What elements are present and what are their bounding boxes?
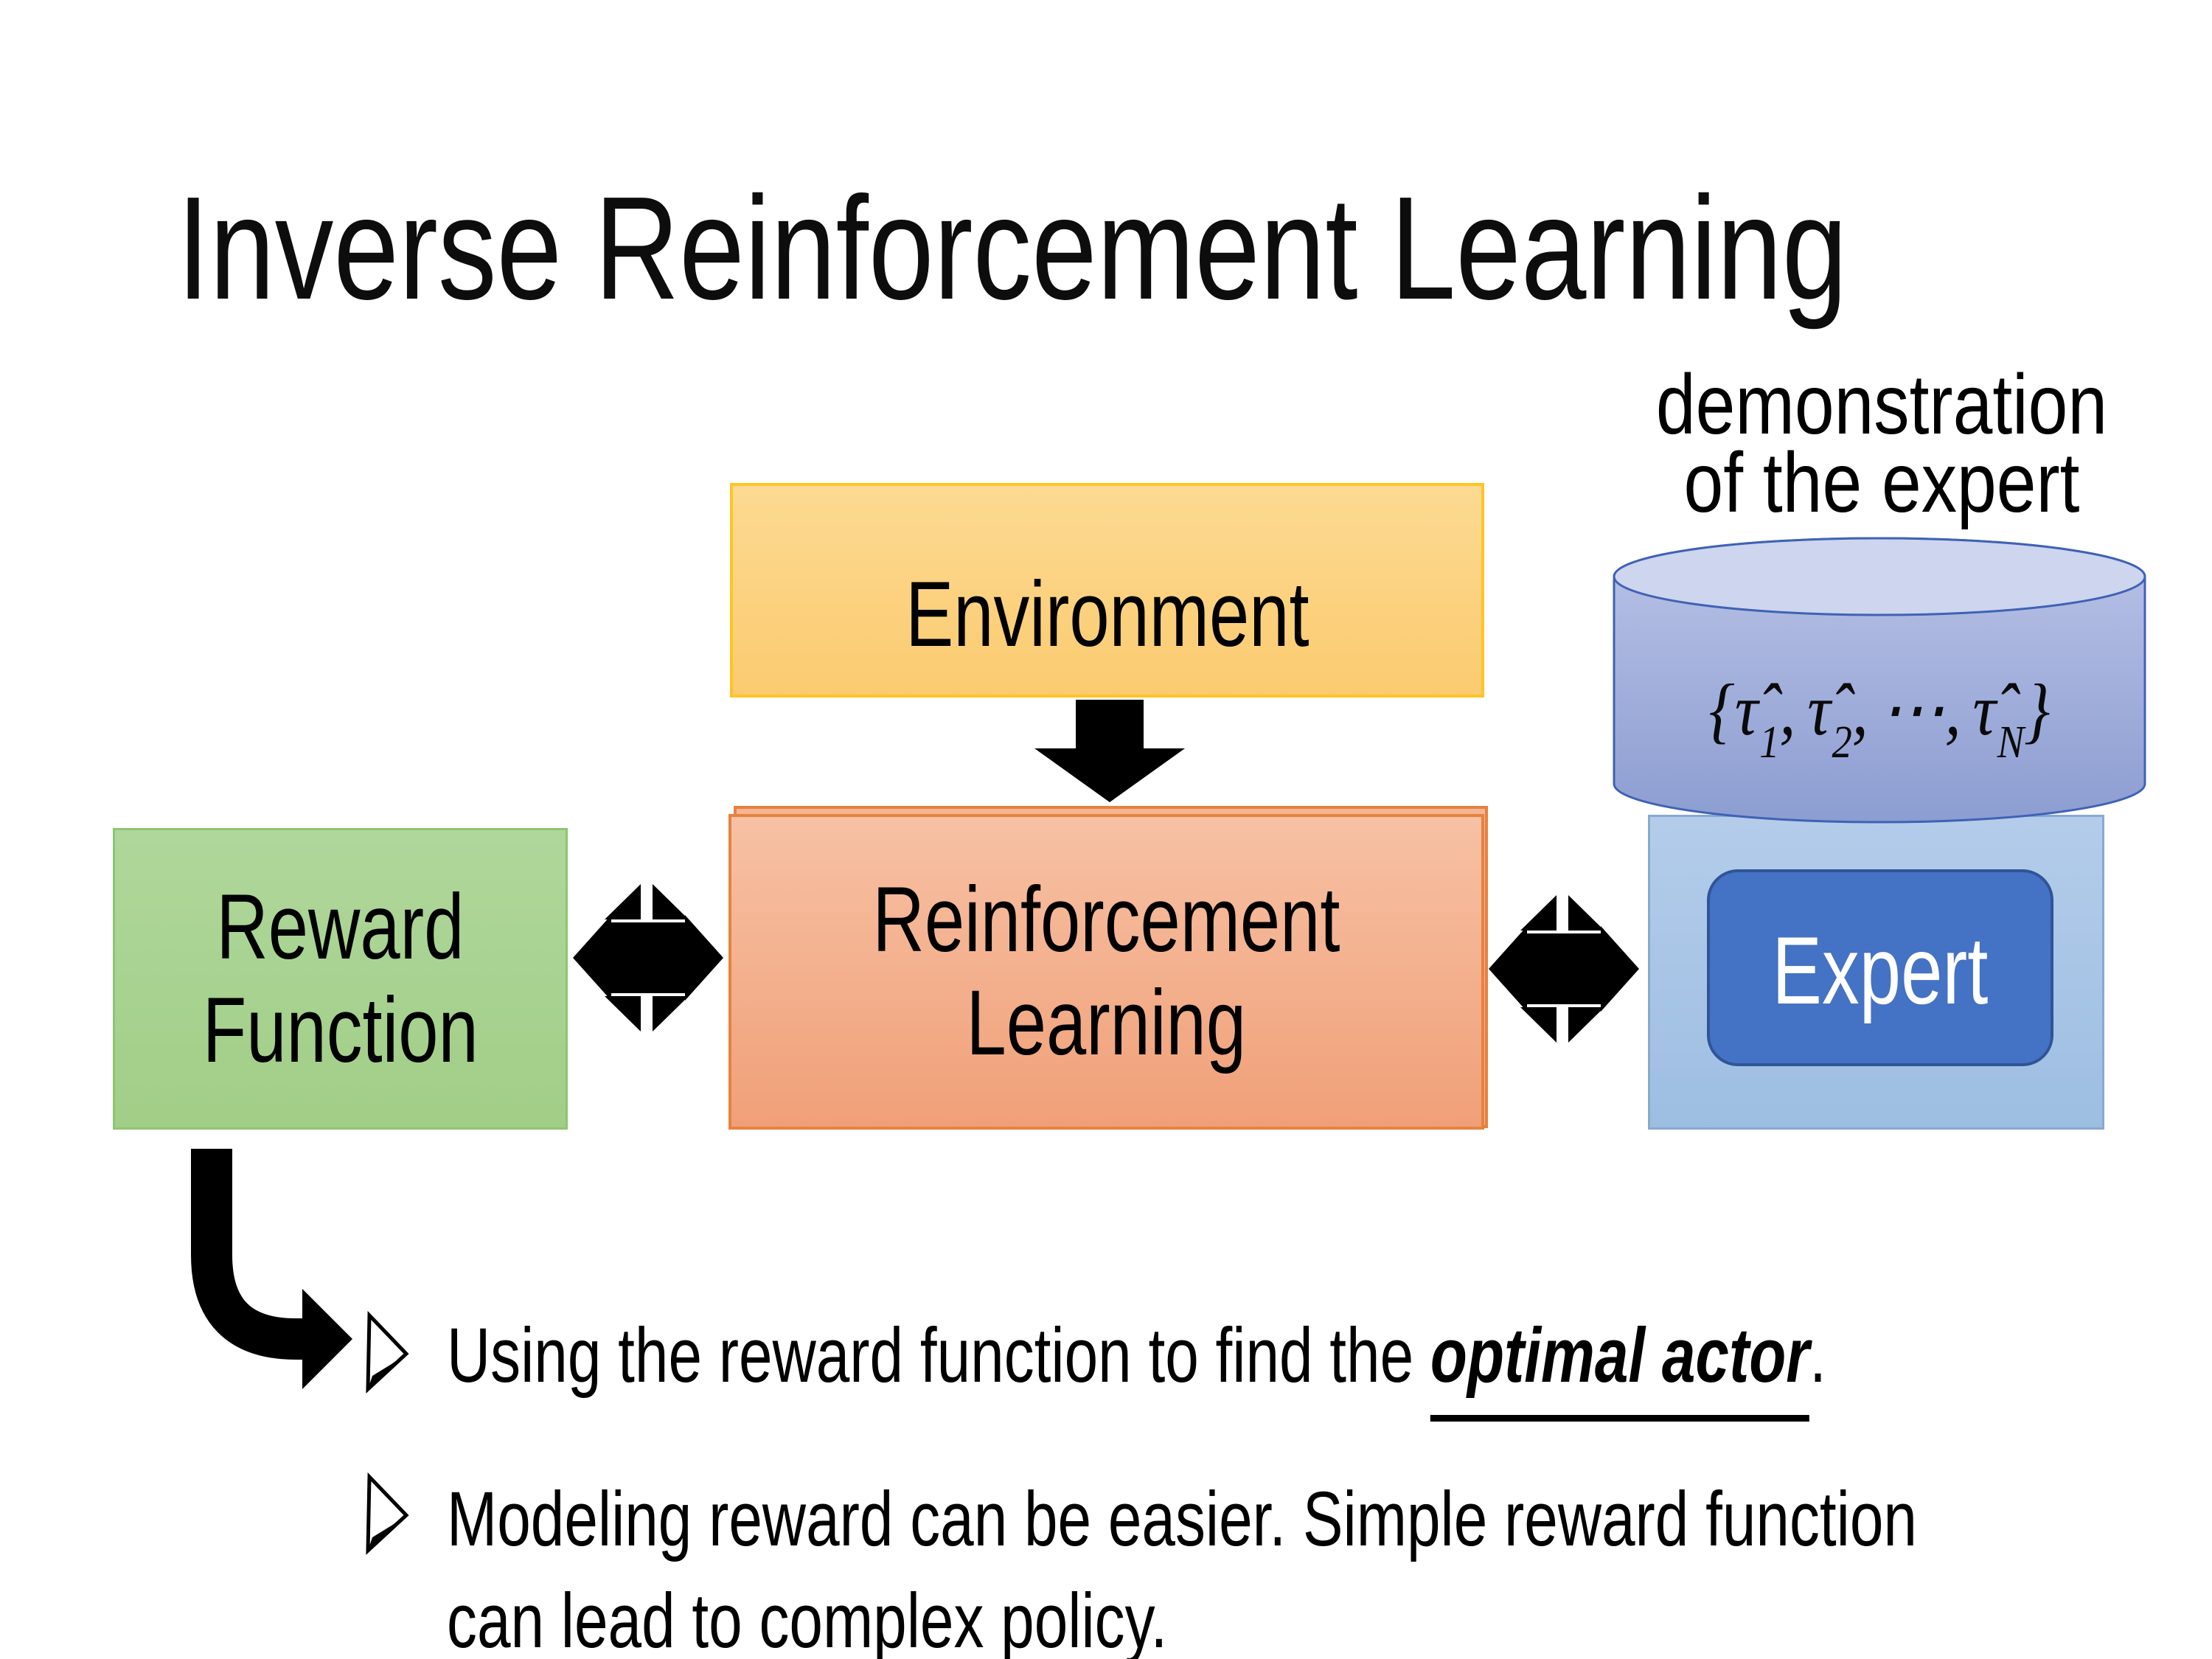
formula-open-brace: { [1708, 669, 1735, 751]
formula-tau-1: τ̂ [1734, 669, 1759, 751]
formula-tau-n: τ̂ [1972, 669, 1996, 751]
bullet-1-text: Using the reward function to find the [447, 1312, 1430, 1399]
rl-label-line-2: Learning [966, 972, 1247, 1074]
bullet-1-period: . [1809, 1312, 1826, 1399]
bullet-item-2: Modeling reward can be easier. Simple re… [447, 1476, 1917, 1659]
slide-title: Inverse Reinforcement Learning [177, 167, 1848, 330]
cylinder-top-ellipse [1613, 537, 2146, 616]
formula-tau-2: τ̂ [1807, 669, 1831, 751]
double-arrow-left-icon [573, 884, 723, 1032]
trajectory-set-formula: {τ̂1,τ̂2,⋯,τ̂N} [1708, 669, 2051, 768]
rl-label-line-1: Reinforcement [872, 869, 1340, 971]
bullet-arrowhead-icon [368, 1315, 406, 1389]
down-arrow-icon [1034, 700, 1185, 802]
double-arrow-right-icon [1489, 895, 1639, 1043]
annotation-line-2: of the expert [1683, 436, 2080, 530]
reinforcement-learning-box: Reinforcement Learning [728, 814, 1484, 1130]
environment-box: Environment [730, 483, 1484, 698]
bent-arrow-icon [191, 1149, 352, 1389]
bullet-arrowhead-icon [368, 1477, 406, 1551]
bullet-item-1: Using the reward function to find the op… [447, 1312, 1826, 1422]
demonstration-annotation: demonstration of the expert [1634, 358, 2129, 530]
environment-label: Environment [905, 563, 1310, 666]
reward-label-line-2: Function [202, 978, 479, 1082]
formula-close-brace: } [2024, 669, 2051, 751]
expert-box: Expert [1707, 869, 2053, 1066]
formula-dots: ⋯ [1879, 669, 1945, 751]
reward-function-box: Reward Function [113, 828, 568, 1130]
annotation-line-1: demonstration [1655, 358, 2108, 452]
expert-label: Expert [1772, 916, 1989, 1024]
reward-label-line-1: Reward [216, 875, 465, 978]
bullet-1-emphasis: optimal actor [1430, 1312, 1810, 1422]
